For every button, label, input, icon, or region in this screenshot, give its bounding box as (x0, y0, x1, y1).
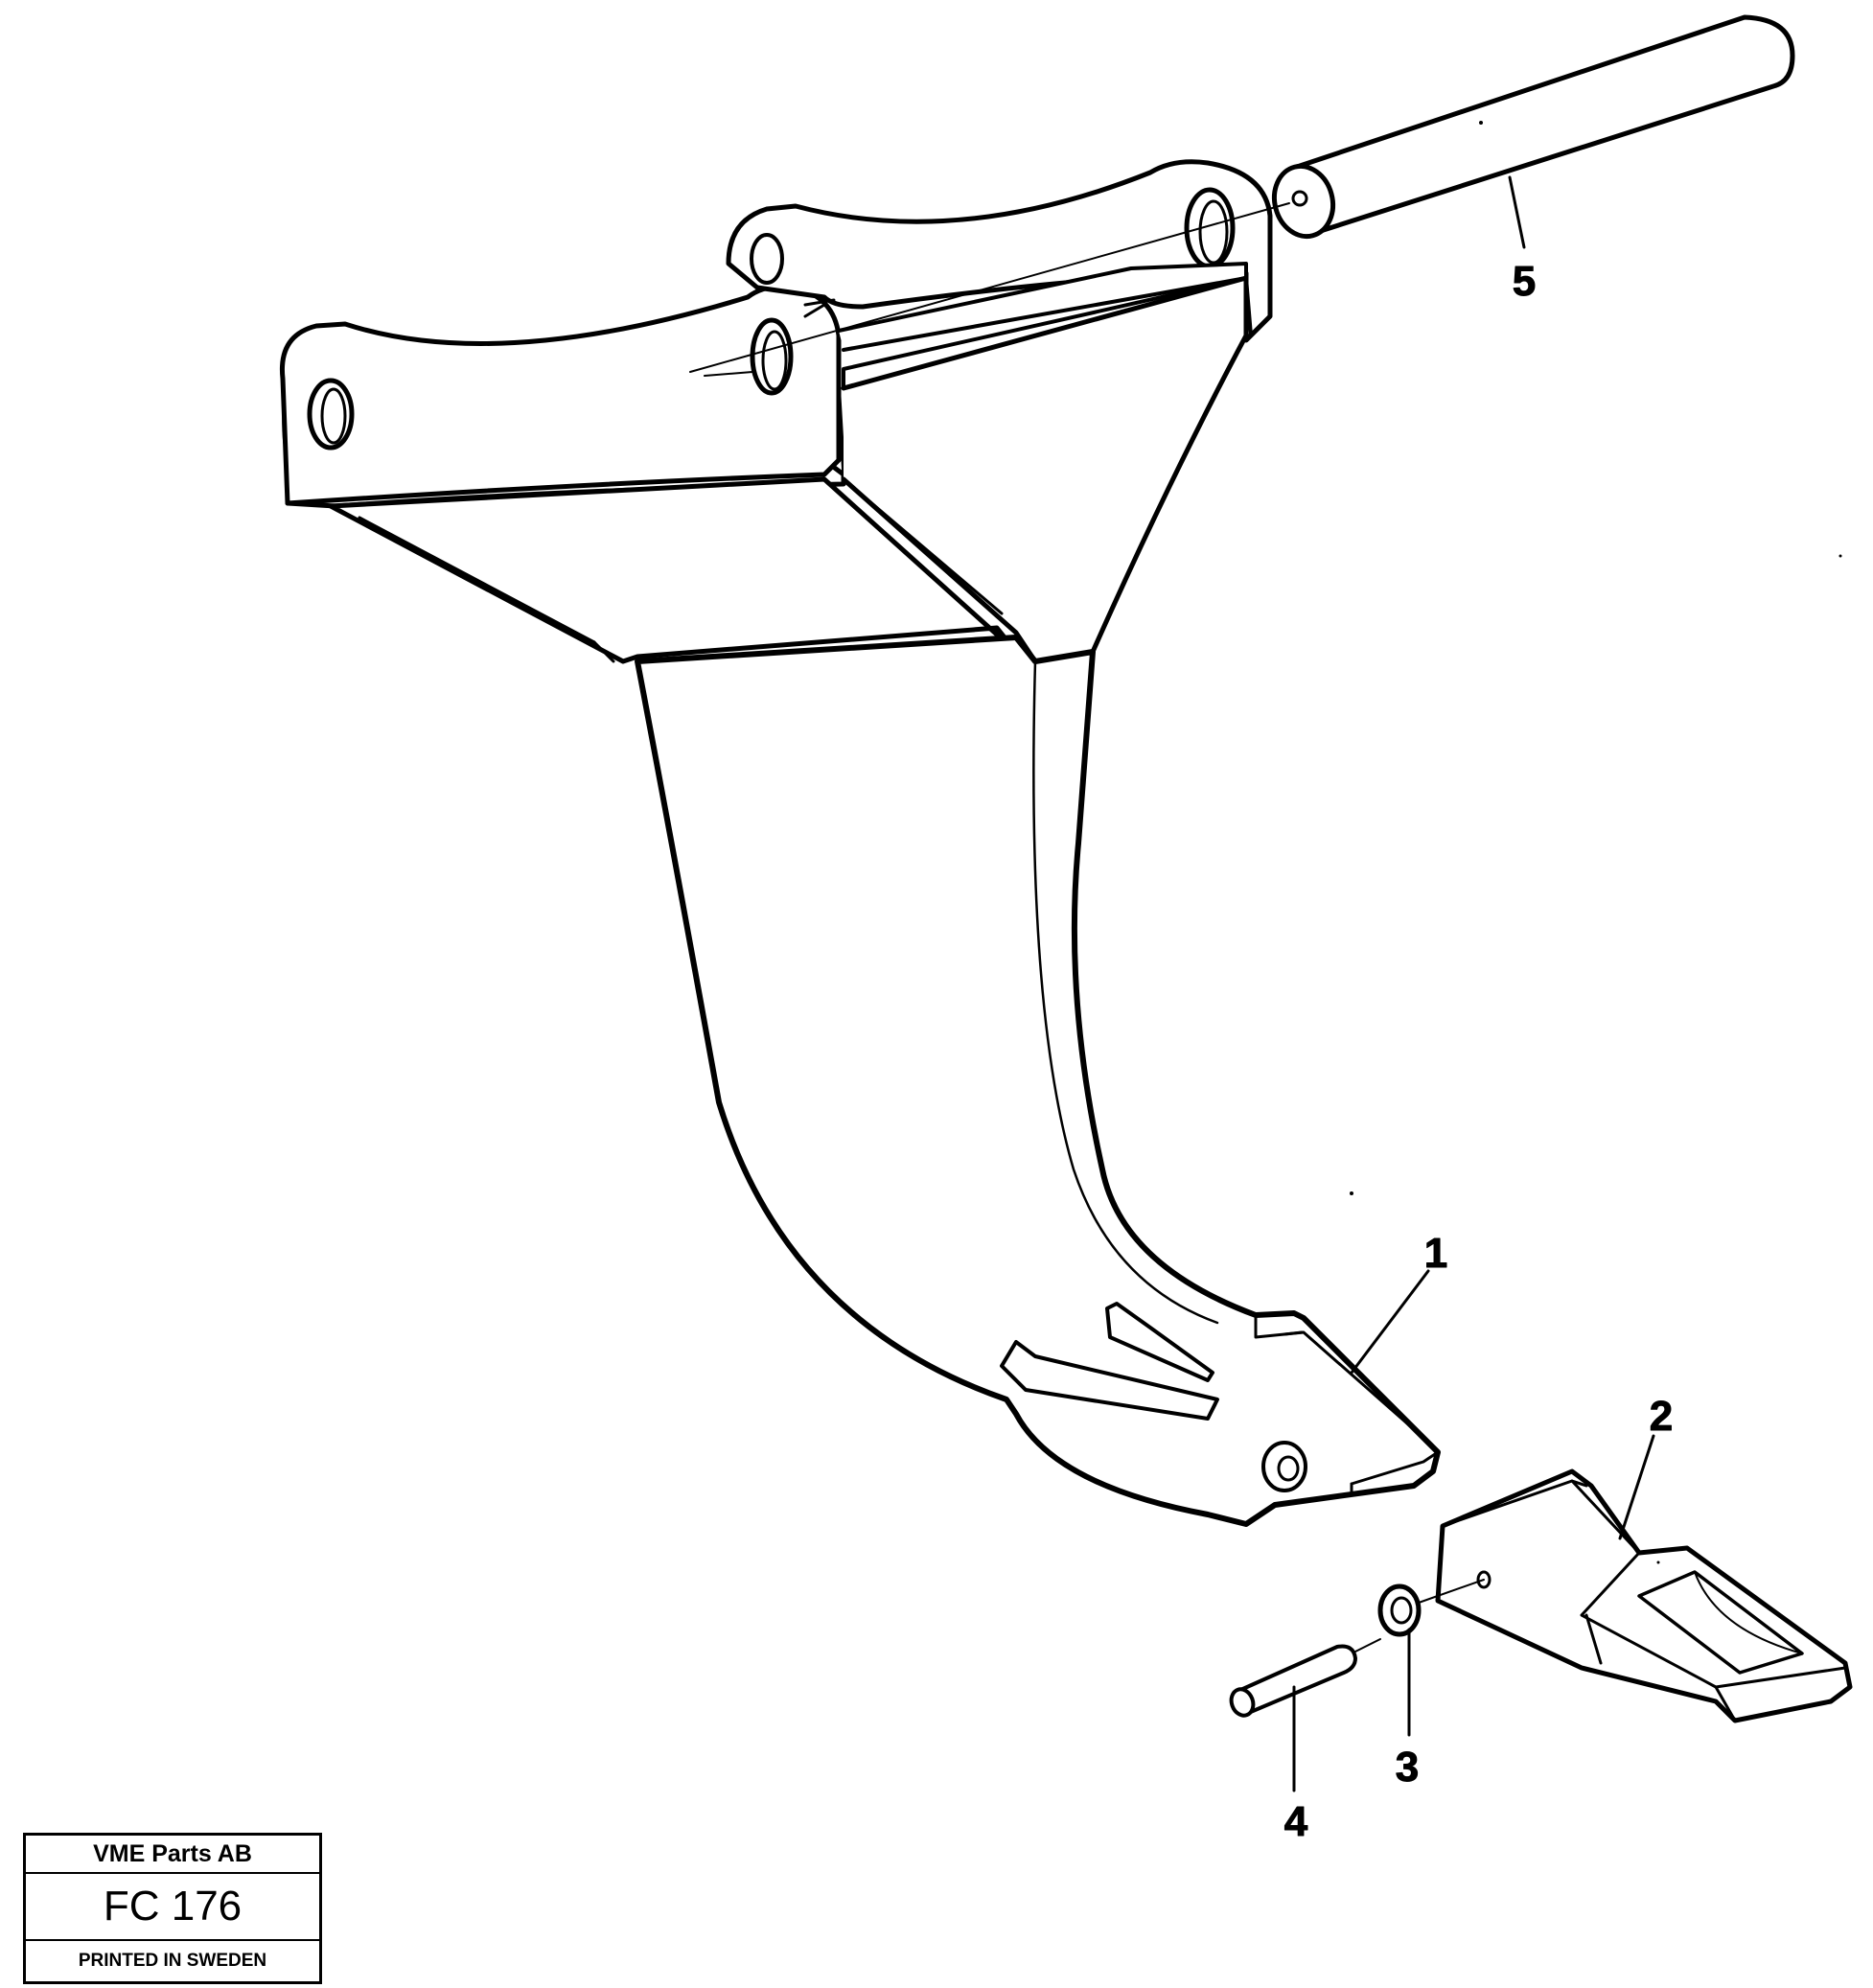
company-name: VME Parts AB (26, 1836, 319, 1874)
part-number-1: 1 (1424, 1230, 1447, 1277)
lock-washer (1377, 1583, 1422, 1637)
lock-pin (1229, 1644, 1357, 1718)
printed-note: PRINTED IN SWEDEN (78, 1951, 267, 1971)
ripper-shank (279, 159, 1441, 1527)
part-number-2: 2 (1650, 1393, 1673, 1440)
tooth (1435, 1468, 1853, 1723)
part-number-5: 5 (1513, 258, 1536, 305)
part-number-4: 4 (1284, 1798, 1308, 1845)
part-number-3: 3 (1396, 1744, 1419, 1791)
figure-code: FC 176 (26, 1874, 319, 1941)
title-block: VME Parts AB FC 176 PRINTED IN SWEDEN (23, 1833, 322, 1984)
leader-lines (1292, 175, 1655, 1792)
mounting-shaft (1271, 14, 1795, 240)
